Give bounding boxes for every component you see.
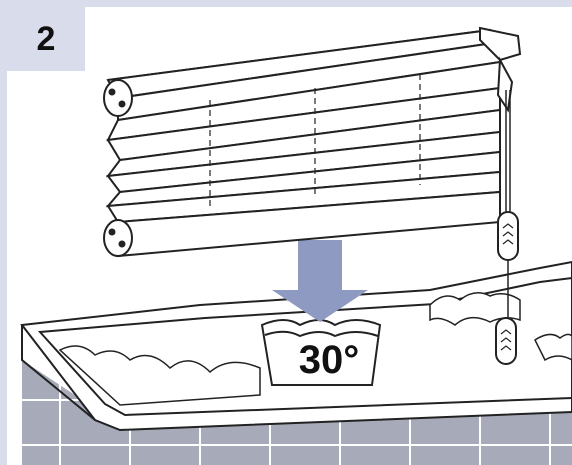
- frame-strip-top: [0, 0, 572, 7]
- pleated-blind: [103, 26, 522, 365]
- step-number-badge: 2: [7, 7, 85, 71]
- down-arrow-icon: [272, 240, 368, 322]
- wash-temperature-label: 30°: [298, 338, 360, 382]
- frame-strip-left: [0, 0, 7, 465]
- wash-tub-icon: [260, 319, 382, 386]
